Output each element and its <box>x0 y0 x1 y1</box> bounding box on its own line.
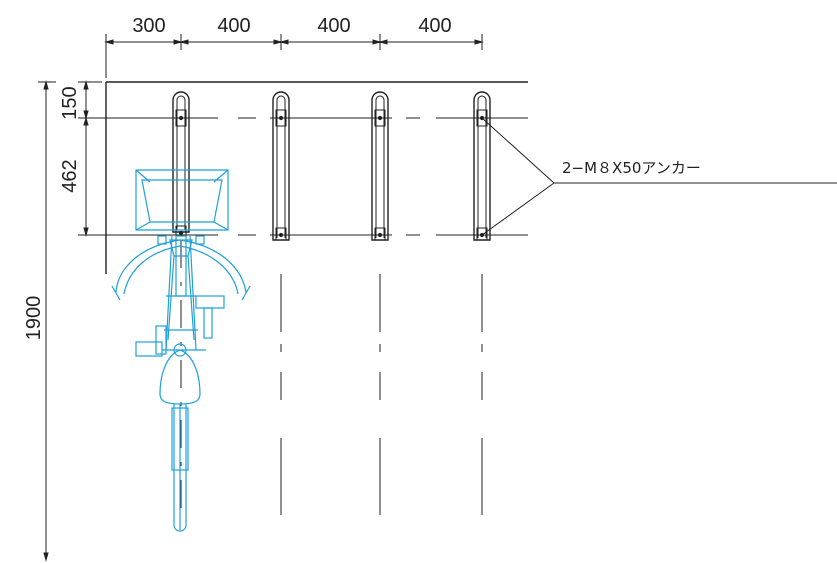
dimension-1900: 1900 <box>23 296 45 341</box>
rack-2 <box>272 91 290 515</box>
bicycle-top-view <box>111 169 251 532</box>
rack-3 <box>371 91 389 515</box>
dimension-462: 462 <box>59 159 81 192</box>
dimension-400-first: 400 <box>217 15 250 37</box>
rack-4 <box>473 91 491 515</box>
dimension-400-third: 400 <box>418 15 451 37</box>
anchor-center-lines <box>146 117 528 236</box>
anchor-callout: 2−M８X50アンカー <box>481 117 837 236</box>
anchor-callout-label: 2−M８X50アンカー <box>562 159 701 177</box>
dimension-400-second: 400 <box>317 15 350 37</box>
top-dimension-chain: 300 400 400 400 <box>104 15 484 78</box>
rack-1 <box>172 91 190 515</box>
left-dimension-chain: 150 462 1900 <box>23 80 146 562</box>
wall-outline <box>105 81 528 274</box>
dimension-150: 150 <box>59 86 81 119</box>
dimension-300: 300 <box>132 15 165 37</box>
